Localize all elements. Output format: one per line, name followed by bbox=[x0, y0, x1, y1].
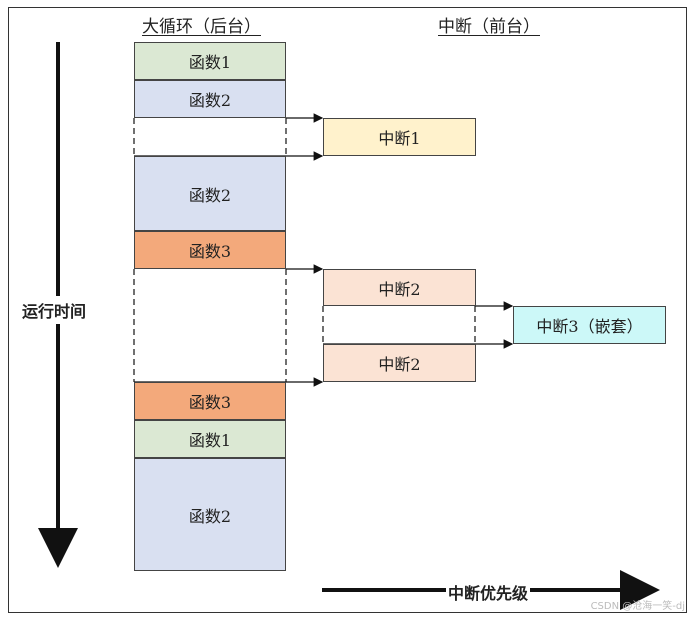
func2-resumed-block: 函数2 bbox=[134, 156, 286, 231]
func3-block: 函数3 bbox=[134, 231, 286, 269]
time-axis-label: 运行时间 bbox=[20, 296, 89, 324]
diagram-frame bbox=[8, 7, 687, 613]
func1-block-2: 函数1 bbox=[134, 420, 286, 458]
interrupt-foreground-header: 中断（前台） bbox=[438, 17, 540, 37]
priority-axis-label: 中断优先级 bbox=[446, 580, 531, 604]
background-loop-header: 大循环（后台） bbox=[142, 17, 261, 37]
func1-block: 函数1 bbox=[134, 42, 286, 80]
interrupt3-nested-block: 中断3（嵌套） bbox=[513, 306, 666, 344]
interrupt1-block: 中断1 bbox=[323, 118, 476, 156]
func3-resumed-block: 函数3 bbox=[134, 382, 286, 420]
func2-block: 函数2 bbox=[134, 80, 286, 118]
watermark: CSDN @沧海一笑-dj bbox=[590, 601, 685, 612]
interrupt2-block: 中断2 bbox=[323, 269, 476, 306]
interrupt2-resumed-block: 中断2 bbox=[323, 344, 476, 382]
func2-block-2: 函数2 bbox=[134, 458, 286, 571]
